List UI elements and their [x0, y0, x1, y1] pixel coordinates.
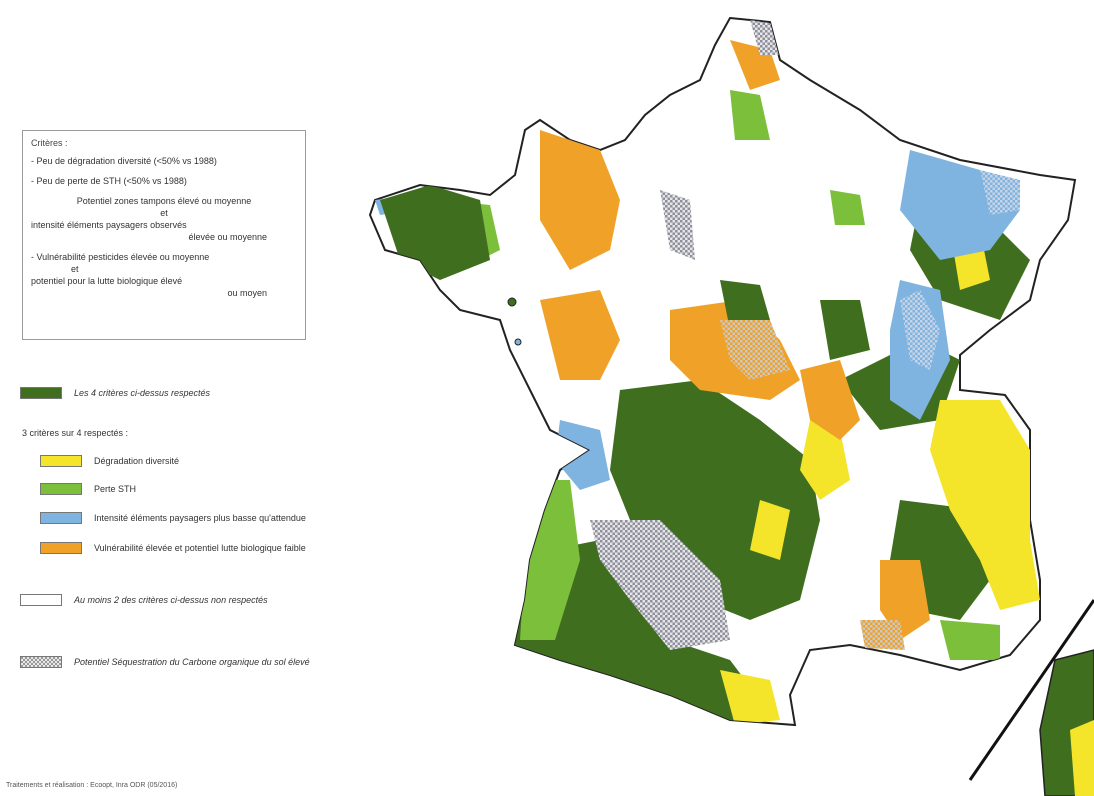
criterion-pesticides: - Vulnérabilité pesticides élevée ou moy…	[31, 252, 267, 298]
legend-all-four: Les 4 critères ci-dessus respectés	[20, 387, 210, 399]
swatch-yellow	[40, 455, 82, 467]
criterion-sth: - Peu de perte de STH (<50% vs 1988)	[31, 176, 187, 186]
legend-sth: Perte STH	[40, 483, 136, 495]
criteria-title: Critères :	[31, 138, 68, 148]
inset-divider	[968, 599, 1094, 781]
legend-vulnerability: Vulnérabilité élevée et potentiel lutte …	[40, 542, 306, 554]
island	[507, 297, 517, 307]
legend-two-not-met: Au moins 2 des critères ci-dessus non re…	[20, 594, 268, 606]
legend-three-of-four-title: 3 critères sur 4 respectés :	[22, 428, 129, 438]
swatch-blue	[40, 512, 82, 524]
swatch-hatched	[20, 656, 62, 668]
corsica-yellow	[1070, 720, 1094, 796]
criteria-box: Critères : - Peu de dégradation diversit…	[22, 130, 306, 340]
legend-landscape: Intensité éléments paysagers plus basse …	[40, 512, 306, 524]
map-regions	[375, 20, 1040, 725]
swatch-orange	[40, 542, 82, 554]
criterion-buffer-zones: Potentiel zones tampons élevé ou moyenne…	[31, 196, 267, 242]
source-credit: Traitements et réalisation : Ecoopt, Inr…	[6, 782, 178, 789]
legend-diversity: Dégradation diversité	[40, 455, 179, 467]
island	[514, 338, 522, 346]
legend-carbon: Potentiel Séquestration du Carbone organ…	[20, 656, 310, 668]
swatch-dark-green	[20, 387, 62, 399]
france-map	[368, 16, 1094, 796]
swatch-light-green	[40, 483, 82, 495]
criterion-diversity: - Peu de dégradation diversité (<50% vs …	[31, 156, 217, 166]
swatch-white	[20, 594, 62, 606]
